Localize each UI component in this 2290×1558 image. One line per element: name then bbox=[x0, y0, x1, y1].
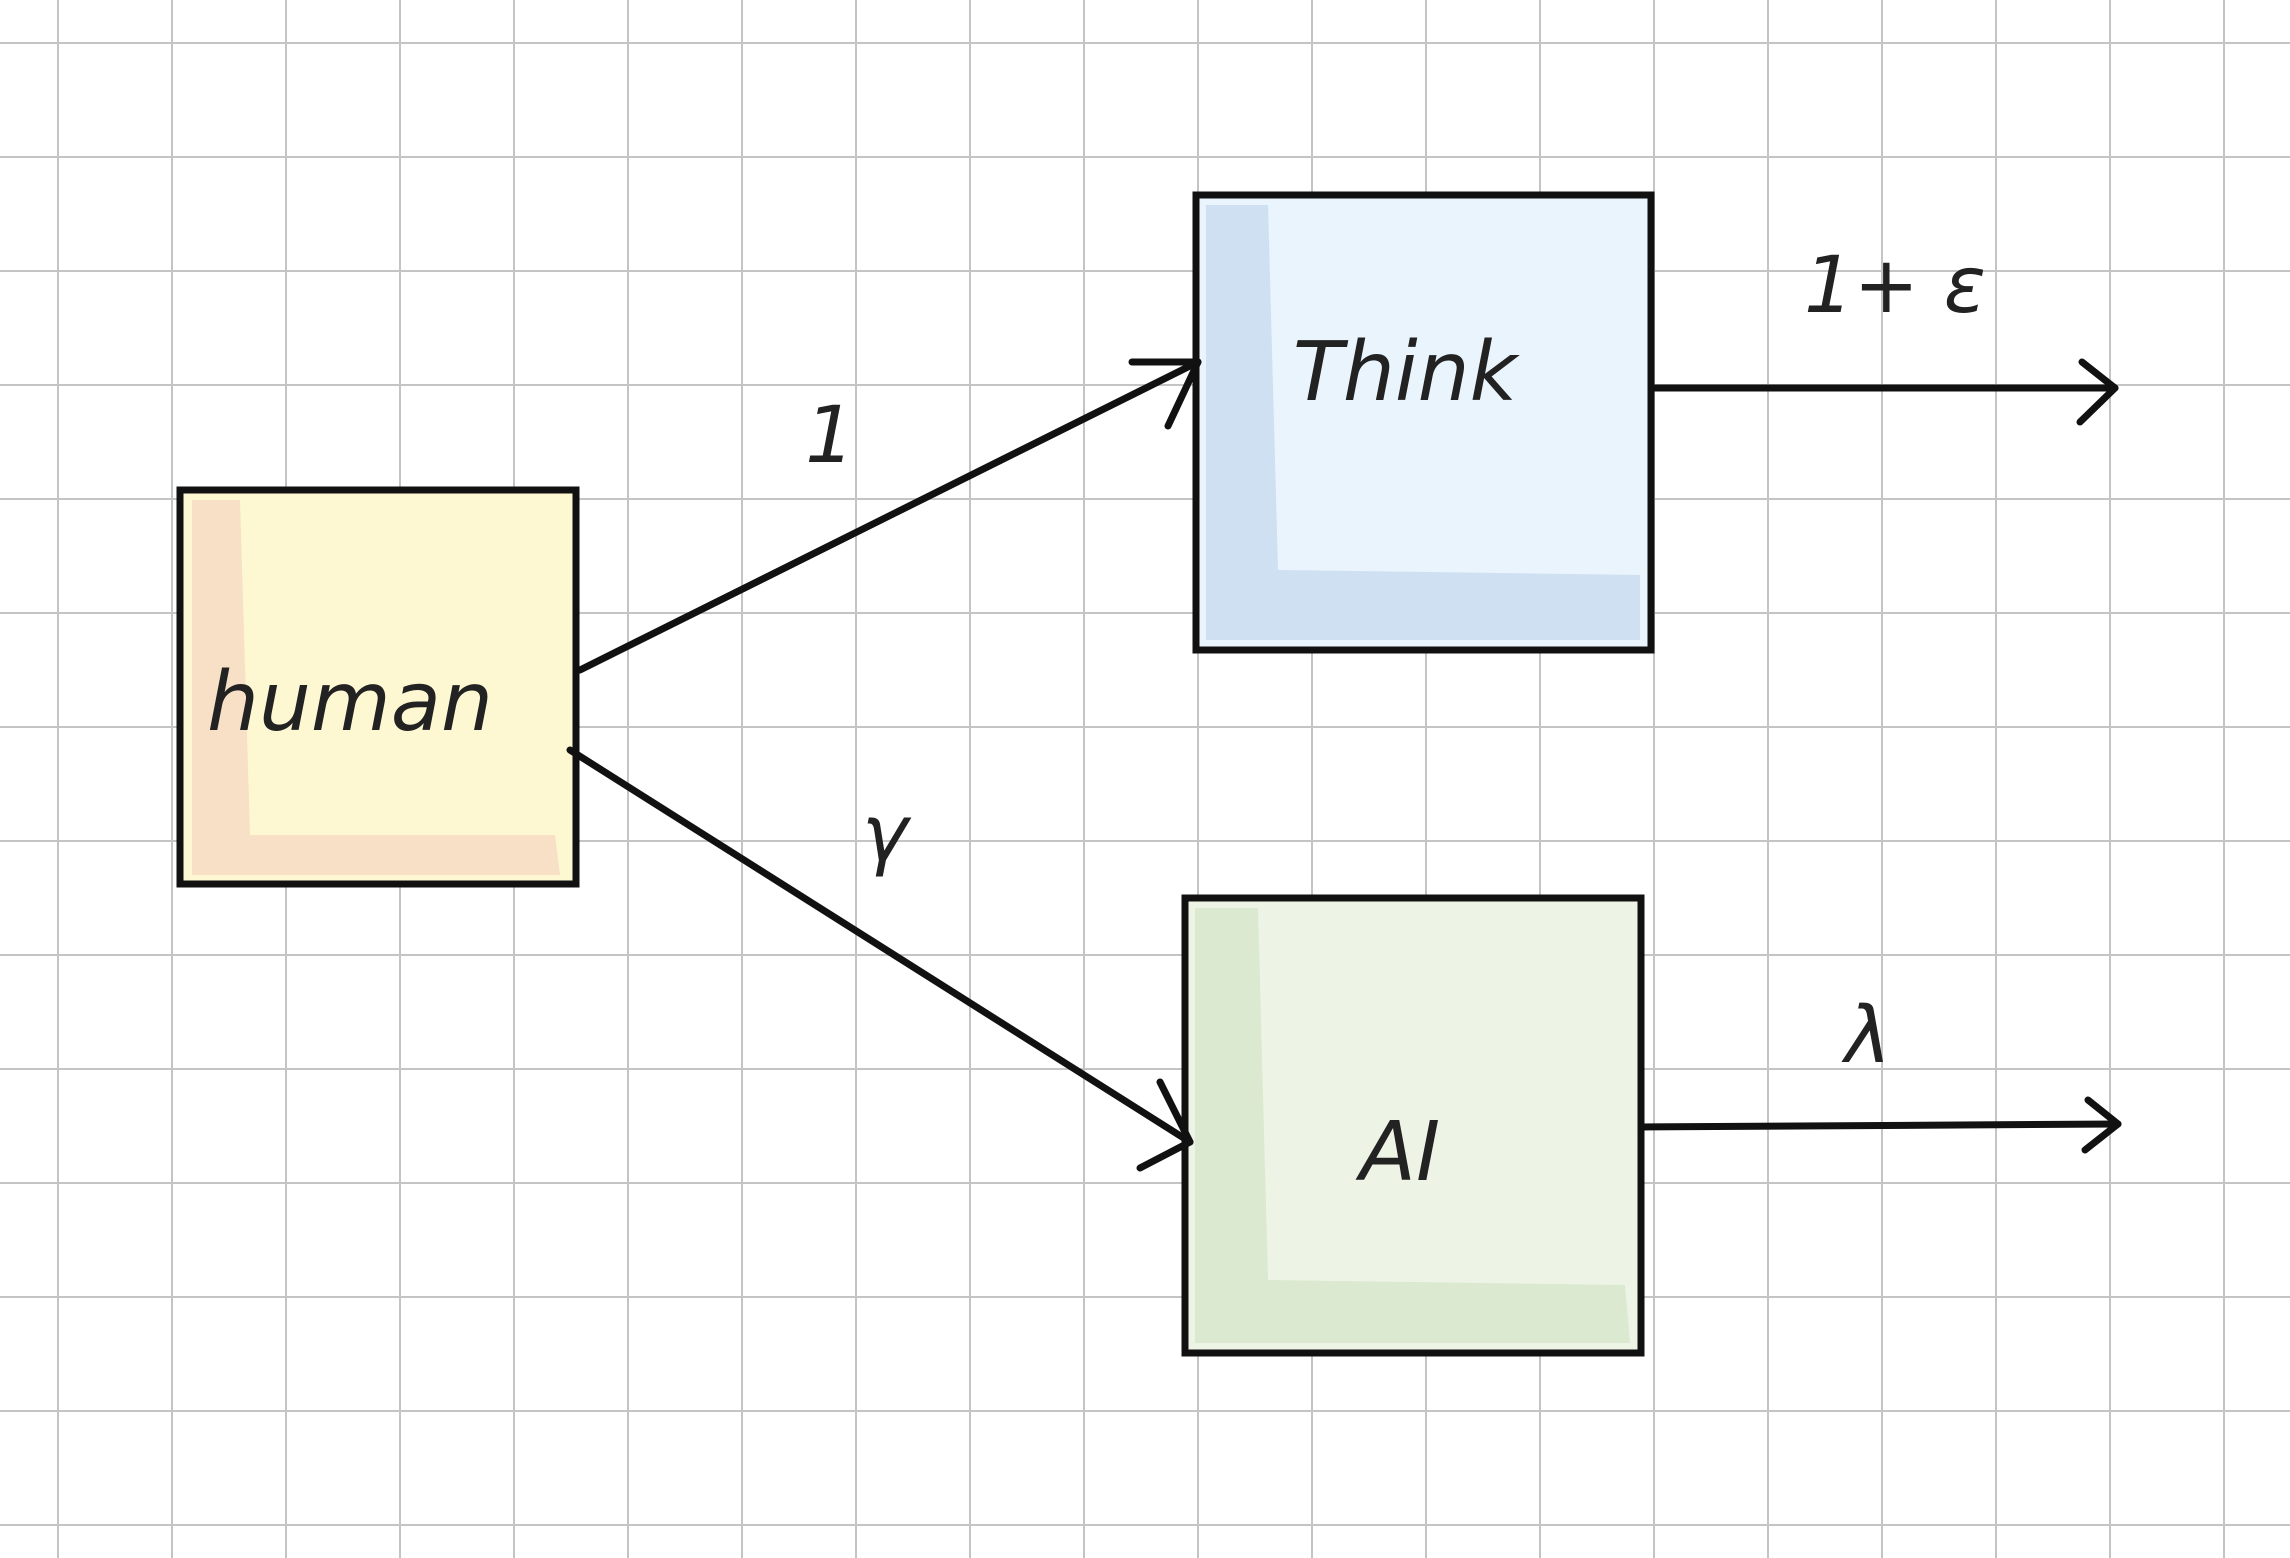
edge-ai-out[interactable]: λ bbox=[1637, 991, 2122, 1154]
edge-think-out-label: 1+ ε bbox=[1804, 241, 1986, 331]
edge-human-ai[interactable]: γ bbox=[566, 746, 1194, 1172]
edge-ai-out-arrowhead bbox=[2081, 1096, 2122, 1154]
edge-human-think-label: 1 bbox=[805, 391, 855, 481]
edge-think-out[interactable]: 1+ ε bbox=[1647, 241, 2119, 426]
edge-human-think[interactable]: 1 bbox=[576, 358, 1202, 674]
node-think[interactable]: Think bbox=[1192, 191, 1655, 654]
edge-ai-out-label: λ bbox=[1841, 991, 1891, 1081]
node-think-border bbox=[1192, 191, 1655, 654]
node-ai-shading bbox=[1195, 908, 1630, 1343]
edge-human-think-line bbox=[576, 358, 1202, 674]
node-think-label: Think bbox=[1293, 325, 1521, 420]
edge-think-out-arrowhead bbox=[2076, 358, 2119, 426]
node-ai[interactable]: AI bbox=[1181, 894, 1645, 1357]
node-human-border bbox=[176, 486, 580, 888]
edge-human-think-arrowhead bbox=[1128, 358, 1202, 430]
edge-ai-out-line bbox=[1637, 1120, 2122, 1131]
node-human-label: human bbox=[207, 655, 493, 750]
edge-human-ai-arrowhead bbox=[1136, 1078, 1194, 1172]
node-human-shading bbox=[192, 500, 560, 875]
node-ai-label: AI bbox=[1355, 1105, 1440, 1200]
edge-human-ai-label: γ bbox=[862, 789, 912, 879]
node-human[interactable]: human bbox=[176, 486, 580, 888]
node-think-shading bbox=[1206, 205, 1640, 640]
edge-human-ai-line bbox=[566, 746, 1194, 1146]
